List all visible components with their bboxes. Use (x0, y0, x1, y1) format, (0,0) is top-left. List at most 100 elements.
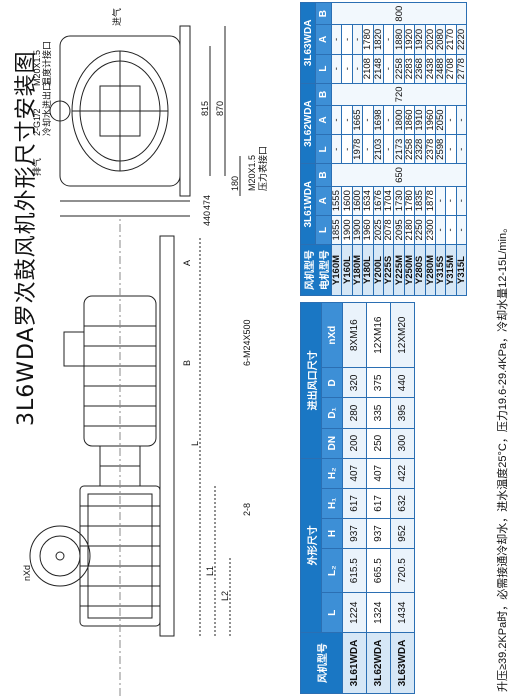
motor-value-cell: 1835 (414, 186, 425, 216)
motor-value-cell: 2025 (373, 215, 384, 245)
motor-value-cell: - (435, 186, 446, 216)
motor-value-cell: 1600 (352, 186, 363, 216)
motor-value-cell: 1665 (352, 105, 363, 135)
motor-model-cell: Y200L (373, 244, 384, 296)
motor-value-cell: 1978 (352, 134, 363, 164)
motor-value-cell: 2778 (456, 54, 467, 84)
motor-value-cell: - (383, 105, 394, 135)
motor-value-cell: - (456, 134, 467, 164)
dims-model-cell: 3L62WDA (366, 632, 391, 694)
dims-value-cell: 720.5 (390, 548, 415, 593)
motor-value-cell: 1880 (394, 24, 405, 55)
page-title: 3L6WDA罗次鼓风机外形尺寸安装图 (14, 50, 39, 426)
dims-value-cell: 12XM20 (390, 302, 415, 368)
m20-pressure: M20X1.5 (247, 155, 257, 191)
motor-value-cell: 2368 (414, 54, 425, 84)
motor-b-cell: 800 (331, 2, 467, 25)
motor-value-cell: 1960 (362, 215, 373, 245)
drawing-area: L L1 L2 B A 2-8 6-M24X500 nXd 440 474 81… (14, 8, 268, 696)
dims-value-cell: 395 (390, 397, 415, 429)
motor-value-cell: - (383, 54, 394, 84)
motor-col-a: A (315, 24, 332, 55)
motor-value-cell: 2300 (425, 215, 436, 245)
dim-870: 870 (215, 101, 225, 116)
motor-value-cell: 2080 (435, 24, 446, 55)
motor-value-cell: - (342, 24, 353, 55)
motor-model-cell: Y160L (342, 244, 353, 296)
dims-col-h: H (321, 518, 343, 549)
motor-header-fan: 风机型号 (305, 250, 316, 290)
motor-value-cell: 1855 (331, 215, 342, 245)
motor-value-cell: - (362, 134, 373, 164)
motor-model-cell: Y180M (352, 244, 363, 296)
motor-value-cell: 2378 (425, 134, 436, 164)
motor-model-cell: Y225M (394, 244, 405, 296)
dims-value-cell: 952 (390, 518, 415, 549)
motor-value-cell: 2328 (414, 134, 425, 164)
dims-value-cell: 407 (366, 458, 391, 489)
dim-L2: L2 (220, 591, 230, 601)
motor-value-cell: - (383, 24, 394, 55)
motor-value-cell: - (331, 134, 342, 164)
motor-value-cell: 1555 (331, 186, 342, 216)
motor-value-cell: 1920 (404, 24, 415, 55)
dims-value-cell: 617 (366, 488, 391, 519)
bolt-label: 6-M24X500 (242, 319, 252, 366)
motor-value-cell: 1860 (404, 105, 415, 135)
intake-label: 进气 (111, 8, 122, 26)
motor-value-cell: 2020 (425, 24, 436, 55)
dim-L: L (190, 441, 200, 446)
dims-value-cell: 632 (390, 488, 415, 519)
motor-col-l: L (315, 134, 332, 164)
motor-value-cell: 2598 (435, 134, 446, 164)
dims-value-cell: 937 (366, 518, 391, 549)
motor-col-l: L (315, 54, 332, 84)
dims-value-cell: 617 (342, 488, 367, 519)
dims-value-cell: 422 (390, 458, 415, 489)
motor-value-cell: - (342, 134, 353, 164)
motor-value-cell: - (352, 54, 363, 84)
motor-value-cell: 2180 (404, 215, 415, 245)
motor-model-cell: Y225S (383, 244, 394, 296)
motor-value-cell: - (456, 105, 467, 135)
motor-col-b: B (315, 163, 332, 187)
motor-value-cell: 2488 (435, 54, 446, 84)
dim-815: 815 (200, 101, 210, 116)
motor-value-cell: 2258 (394, 54, 405, 84)
motor-col-b: B (315, 83, 332, 106)
dims-col-l: L (321, 592, 343, 633)
motor-value-cell: - (331, 24, 342, 55)
motor-header-model: 风机型号 电机型号 (300, 244, 332, 296)
motor-value-cell: 2095 (394, 215, 405, 245)
side-view-base (179, 25, 191, 197)
dims-col-nxd: nXd (321, 302, 343, 368)
motor-value-cell: 2708 (445, 54, 456, 84)
motor-model-cell: Y180L (362, 244, 373, 296)
dim-440: 440 (202, 211, 212, 226)
motor-model-cell: Y280M (425, 244, 436, 296)
motor-value-cell: 2170 (445, 24, 456, 55)
dim-180: 180 (230, 176, 240, 191)
motor-value-cell: 2173 (394, 134, 405, 164)
dim-L1: L1 (205, 566, 215, 576)
motor-value-cell: - (445, 134, 456, 164)
motor-value-cell: 1920 (414, 24, 425, 55)
motor-model-cell: Y250M (404, 244, 415, 296)
motor-value-cell: 1704 (383, 186, 394, 216)
motor-col-b: B (315, 2, 332, 25)
installation-drawing: L L1 L2 B A 2-8 6-M24X500 nXd 440 474 81… (22, 8, 268, 696)
dims-value-cell: 937 (342, 518, 367, 549)
motor-value-cell: 1780 (404, 186, 415, 216)
dims-col-h2: H₂ (321, 458, 343, 489)
thermo-port: 温度计接口 (41, 41, 52, 86)
motor-group-3: 3L63WDA (300, 2, 316, 84)
